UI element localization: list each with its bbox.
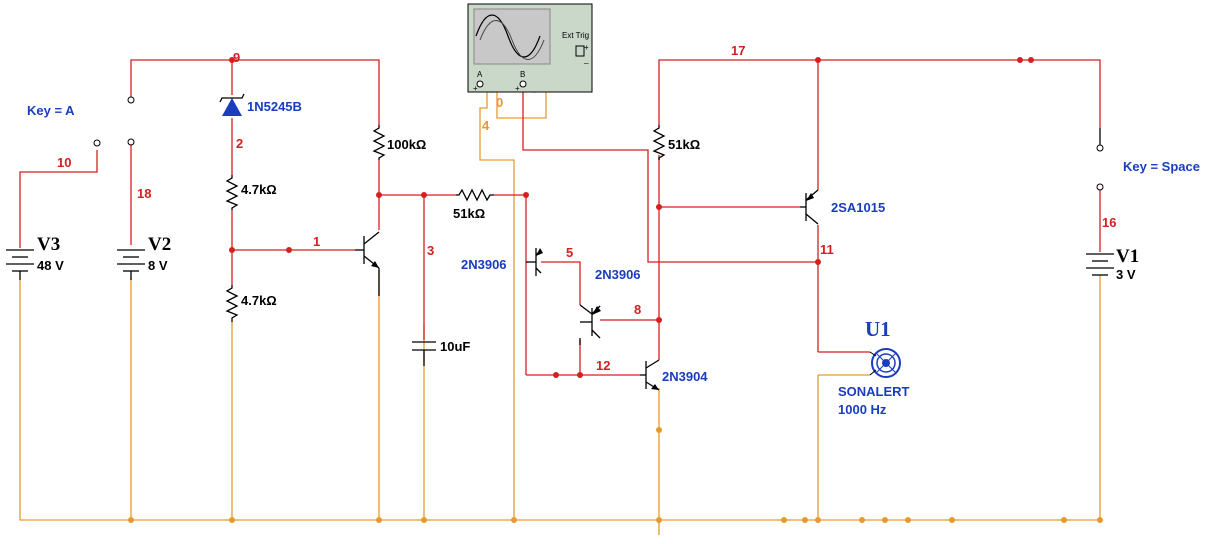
v2-value: 8 V — [148, 258, 168, 273]
net-0: 0 — [496, 95, 503, 110]
net-17: 17 — [731, 43, 745, 58]
net-10: 10 — [57, 155, 71, 170]
battery-v1 — [1086, 253, 1114, 276]
resistor-100k-label: 100kΩ — [387, 137, 426, 152]
v2-name: V2 — [148, 234, 171, 255]
v1-name: V1 — [1116, 246, 1139, 267]
transistor-pnp-a-label: 2N3906 — [461, 257, 507, 272]
buzzer-line1: SONALERT — [838, 384, 910, 399]
battery-v3 — [6, 249, 34, 280]
net-4: 4 — [482, 118, 490, 133]
junction-dots — [128, 57, 1103, 523]
resistor-51k-horizontal-icon — [456, 188, 494, 202]
resistor-4k7-bottom-label: 4.7kΩ — [241, 293, 277, 308]
battery-v2 — [117, 249, 145, 280]
net-9: 9 — [233, 50, 240, 65]
resistor-4k7-bottom-icon — [225, 285, 239, 322]
red-wires — [19, 59, 1101, 376]
net-8: 8 — [634, 302, 641, 317]
net-5: 5 — [566, 245, 573, 260]
sonalert-buzzer-icon[interactable] — [869, 348, 901, 378]
zener-diode-icon — [219, 93, 245, 116]
v3-name: V3 — [37, 234, 60, 255]
transistor-pnp-2n3906-a-icon — [526, 248, 543, 276]
capacitor-label: 10uF — [440, 339, 470, 354]
scope-trig-plus: + — [584, 43, 589, 52]
resistor-51k-vertical-icon — [652, 125, 666, 160]
v3-value: 48 V — [37, 258, 64, 273]
ground-bus — [19, 88, 1101, 535]
oscilloscope[interactable]: Ext Trig A B + _ + _ + _ — [467, 3, 593, 93]
resistor-4k7-top-label: 4.7kΩ — [241, 182, 277, 197]
net-16: 16 — [1102, 215, 1116, 230]
resistor-4k7-top-icon — [225, 175, 239, 210]
scope-ext-trig-label: Ext Trig — [562, 31, 589, 40]
transistor-npn-q1-icon — [355, 231, 380, 296]
scope-b-minus: _ — [531, 84, 537, 93]
scope-trig-minus: _ — [583, 55, 589, 64]
key-space-label: Key = Space — [1123, 159, 1200, 174]
net-11: 11 — [820, 242, 834, 257]
transistor-2sa1015-label: 2SA1015 — [831, 200, 885, 215]
net-1: 1 — [313, 234, 320, 249]
net-2: 2 — [236, 136, 243, 151]
net-3: 3 — [427, 243, 434, 258]
transistor-npn-label: 2N3904 — [662, 369, 708, 384]
key-a-label: Key = A — [27, 103, 75, 118]
capacitor-icon — [412, 341, 436, 366]
transistor-pnp-2sa1015-icon — [800, 189, 819, 225]
scope-channel-a-label: A — [477, 70, 483, 79]
v1-value: 3 V — [1116, 267, 1136, 282]
transistor-npn-2n3904-icon — [640, 359, 660, 391]
net-12: 12 — [596, 358, 610, 373]
transistor-pnp-b-label: 2N3906 — [595, 267, 641, 282]
transistor-pnp-2n3906-b-icon — [579, 304, 601, 345]
switch-key-a[interactable] — [93, 96, 135, 147]
resistor-51k-horizontal-label: 51kΩ — [453, 206, 485, 221]
switch-key-space[interactable] — [1096, 128, 1104, 191]
buzzer-name: U1 — [865, 317, 891, 341]
buzzer-line2: 1000 Hz — [838, 402, 887, 417]
net-18: 18 — [137, 186, 151, 201]
resistor-100k-icon — [372, 125, 386, 160]
zener-label: 1N5245B — [247, 99, 302, 114]
scope-a-minus: _ — [489, 84, 495, 93]
scope-channel-b-label: B — [520, 70, 525, 79]
resistor-51k-vertical-label: 51kΩ — [668, 137, 700, 152]
scope-a-plus: + — [473, 84, 478, 93]
scope-waveform-icon — [475, 14, 541, 58]
scope-b-plus: + — [515, 84, 520, 93]
